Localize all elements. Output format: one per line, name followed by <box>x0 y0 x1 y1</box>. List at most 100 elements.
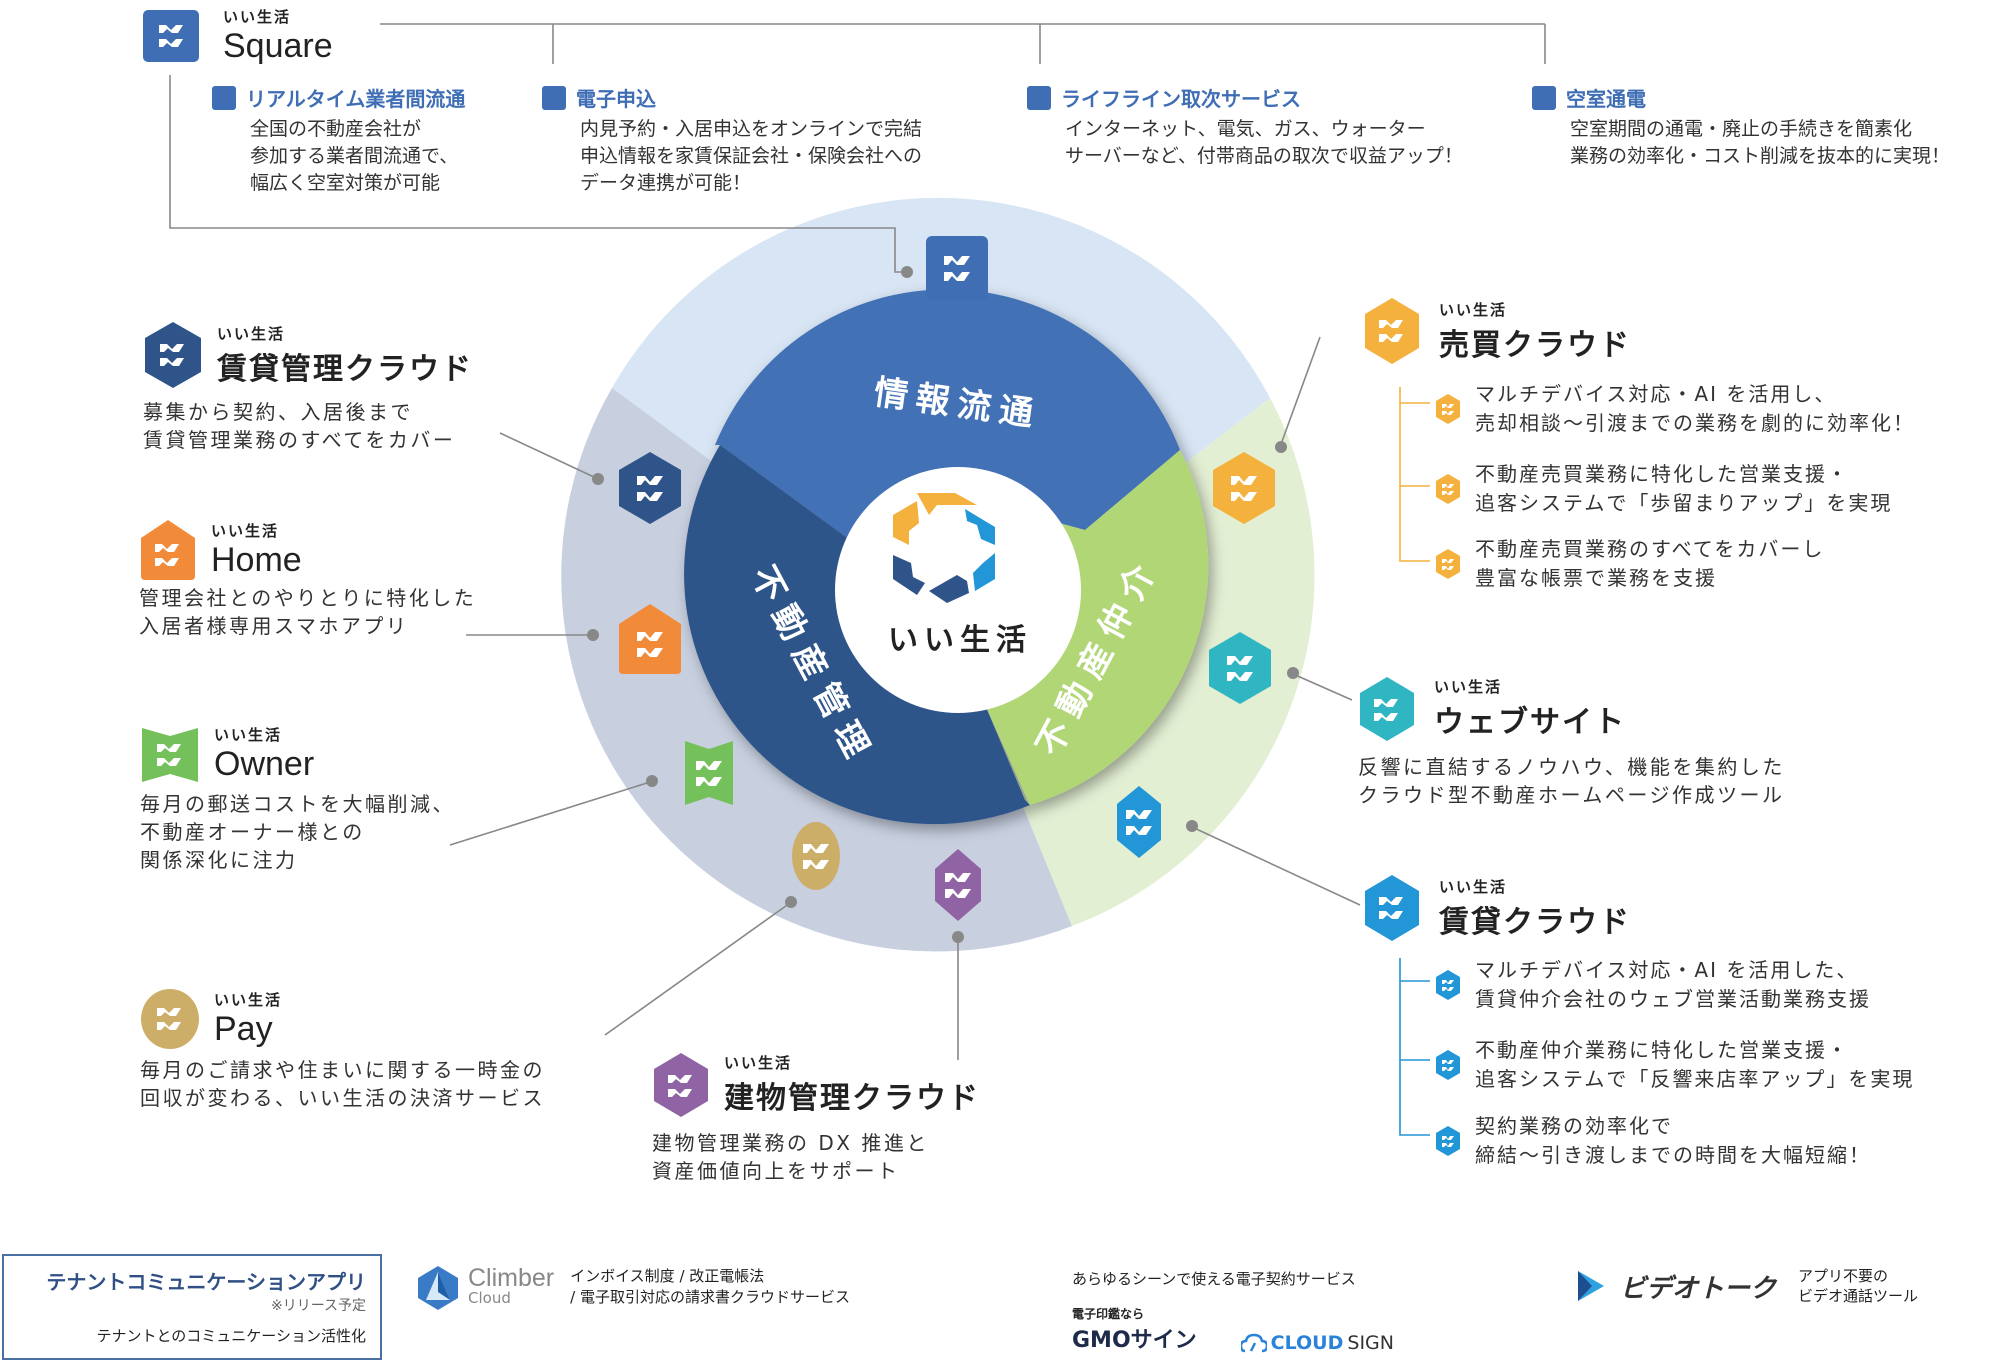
baibai-bullet-icon <box>1436 474 1460 504</box>
pay-logo-icon <box>141 989 199 1049</box>
product-website[interactable]: いい生活 ウェブサイト 反響に直結するノウハウ、機能を集約した クラウド型不動産… <box>1358 676 1785 809</box>
cloudsign-b: SIGN <box>1347 1332 1394 1354</box>
product-prefix: いい生活 <box>1439 300 1508 319</box>
baibai-item-2: 不動産売買業務に特化した営業支援・ 追客システムで「歩留まりアップ」を実現 <box>1435 460 1892 518</box>
square-feature-desc: 内見予約・入居申込をオンラインで完結 申込情報を家賃保証会社・保険会社への デー… <box>580 118 923 194</box>
cloudsign-a: CLOUD <box>1270 1332 1344 1354</box>
baibai-bracket <box>1399 387 1430 562</box>
product-title: 賃貸クラウド <box>1439 904 1631 940</box>
baibai-bullet-icon <box>1436 394 1460 424</box>
baibai-item-1: マルチデバイス対応・AI を活用し、 売却相談〜引渡までの業務を劇的に効率化！ <box>1435 380 1915 438</box>
baibai-item-text: 不動産売買業務に特化した営業支援・ 追客システムで「歩留まりアップ」を実現 <box>1475 462 1893 515</box>
esign-heading: あらゆるシーンで使える電子契約サービス <box>1072 1270 1356 1288</box>
product-prefix: いい生活 <box>217 324 286 343</box>
home-logo-icon <box>141 520 195 580</box>
tenant-app-note: ※リリース予定 <box>270 1298 366 1314</box>
tatemono-kanri-logo-icon <box>654 1052 708 1117</box>
owner-ring-icon[interactable] <box>685 741 733 805</box>
climber-logo-icon <box>418 1266 458 1310</box>
product-desc: 建物管理業務の DX 推進と 資産価値向上をサポート <box>652 1131 929 1183</box>
tenant-app-box[interactable]: テナントコミュニケーションアプリ ※リリース予定 テナントとのコミュニケーション… <box>2 1254 382 1360</box>
square-feature-title: 空室通電 <box>1566 87 1646 111</box>
square-header[interactable]: いい生活 Square <box>143 6 333 66</box>
pay-ring-icon[interactable] <box>792 822 840 890</box>
square-mini-icon <box>1027 85 1051 110</box>
product-desc: 募集から契約、入居後まで 賃貸管理業務のすべてをカバー <box>143 400 456 452</box>
square-feature-2: 電子申込 内見予約・入居申込をオンラインで完結 申込情報を家賃保証会社・保険会社… <box>542 83 922 197</box>
square-prefix: いい生活 <box>223 8 292 26</box>
square-mini-icon <box>212 85 236 110</box>
baibai-bullet-icon <box>1436 549 1460 579</box>
chintai-item-text: マルチデバイス対応・AI を活用した、 賃貸仲介会社のウェブ営業活動業務支援 <box>1475 958 1871 1011</box>
chintai-item-text: 契約業務の効率化で 締結〜引き渡しまでの時間を大幅短縮！ <box>1475 1114 1871 1167</box>
climber-name: Climber <box>468 1264 555 1292</box>
product-prefix: いい生活 <box>214 726 283 744</box>
chintai-bullet-icon <box>1436 1050 1460 1080</box>
product-prefix: いい生活 <box>724 1054 793 1072</box>
product-prefix: いい生活 <box>214 991 283 1009</box>
product-title: Home <box>211 541 302 579</box>
home-ring-icon[interactable] <box>619 604 681 674</box>
baibai-item-text: 不動産売買業務のすべてをカバーし 豊富な帳票で業務を支援 <box>1475 537 1825 590</box>
product-pay[interactable]: いい生活 Pay 毎月のご請求や住まいに関する一時金の 回収が変わる、いい生活の… <box>140 988 545 1112</box>
chintai-cloud-ring-icon[interactable] <box>1117 786 1161 858</box>
chintai-bracket <box>1399 958 1430 1136</box>
square-feature-4: 空室通電 空室期間の通電・廃止の手続きを簡素化 業務の効率化・コスト削減を抜本的… <box>1532 83 1950 170</box>
baibai-ring-icon[interactable] <box>1213 452 1275 524</box>
square-mini-icon <box>1532 85 1556 110</box>
website-logo-icon <box>1360 676 1414 741</box>
center-label: いい生活 <box>888 623 1032 658</box>
product-chintai-cloud[interactable]: いい生活 賃貸クラウド <box>1363 875 1631 941</box>
product-prefix: いい生活 <box>1434 678 1503 696</box>
product-desc: 管理会社とのやりとりに特化した 入居者様専用スマホアプリ <box>139 586 477 638</box>
website-ring-icon[interactable] <box>1209 632 1271 704</box>
videotalk-play-icon <box>1578 1271 1604 1301</box>
ii-seikatsu-logo-icon <box>893 493 995 603</box>
product-title: 売買クラウド <box>1439 327 1631 363</box>
product-chintai-kanri[interactable]: いい生活 賃貸管理クラウド 募集から契約、入居後まで 賃貸管理業務のすべてをカバ… <box>143 322 473 454</box>
product-baibai[interactable]: いい生活 売買クラウド <box>1363 298 1631 364</box>
product-desc: 毎月のご請求や住まいに関する一時金の 回収が変わる、いい生活の決済サービス <box>140 1058 545 1110</box>
connector-lines <box>169 23 1546 1060</box>
product-title: 建物管理クラウド <box>724 1081 980 1116</box>
square-ring-icon[interactable] <box>926 236 988 300</box>
square-feature-title: ライフライン取次サービス <box>1061 87 1301 111</box>
chintai-bullet-icon <box>1436 1126 1460 1156</box>
owner-logo-icon <box>142 728 198 782</box>
product-title: ウェブサイト <box>1434 705 1626 740</box>
chintai-cloud-logo-icon <box>1365 875 1419 941</box>
square-feature-desc: 全国の不動産会社が 参加する業者間流通で、 幅広く空室対策が可能 <box>250 118 459 194</box>
climber-desc: インボイス制度 / 改正電帳法 / 電子取引対応の請求書クラウドサービス <box>570 1267 850 1306</box>
videotalk[interactable]: ビデオトーク アプリ不要の ビデオ通話ツール <box>1576 1266 1918 1306</box>
square-logo-icon <box>143 10 199 62</box>
connector-dots <box>587 266 1299 943</box>
square-feature-1: リアルタイム業者間流通 全国の不動産会社が 参加する業者間流通で、 幅広く空室対… <box>212 83 465 197</box>
baibai-item-text: マルチデバイス対応・AI を活用し、 売却相談〜引渡までの業務を劇的に効率化！ <box>1475 382 1915 435</box>
gmo-name: GMOサイン <box>1072 1328 1197 1353</box>
climber-cloud[interactable]: Climber Cloud インボイス制度 / 改正電帳法 / 電子取引対応の請… <box>418 1266 850 1310</box>
baibai-item-3: 不動産売買業務のすべてをカバーし 豊富な帳票で業務を支援 <box>1435 535 1824 593</box>
product-prefix: いい生活 <box>211 522 280 540</box>
product-prefix: いい生活 <box>1439 877 1508 896</box>
cloud-icon <box>1240 1333 1267 1353</box>
product-desc: 反響に直結するノウハウ、機能を集約した クラウド型不動産ホームページ作成ツール <box>1358 755 1785 807</box>
segment-info <box>715 289 1180 640</box>
tatemono-ring-icon[interactable] <box>935 849 981 921</box>
climber-sub: Cloud <box>468 1289 511 1307</box>
square-mini-icon <box>542 85 566 110</box>
product-home[interactable]: いい生活 Home 管理会社とのやりとりに特化した 入居者様専用スマホアプリ <box>139 520 476 640</box>
product-tatemono-kanri[interactable]: いい生活 建物管理クラウド 建物管理業務の DX 推進と 資産価値向上をサポート <box>652 1052 980 1185</box>
videotalk-desc: アプリ不要の ビデオ通話ツール <box>1798 1267 1919 1305</box>
tenant-app-desc: テナントとのコミュニケーション活性化 <box>96 1327 366 1345</box>
gmo-sign-logo[interactable]: 電子印鑑なら GMOサイン <box>1072 1305 1197 1354</box>
product-title: Owner <box>214 745 315 783</box>
chintai-item-1: マルチデバイス対応・AI を活用した、 賃貸仲介会社のウェブ営業活動業務支援 <box>1435 956 1871 1014</box>
gmo-prefix: 電子印鑑なら <box>1072 1307 1145 1321</box>
product-owner[interactable]: いい生活 Owner 毎月の郵送コストを大幅削減、 不動産オーナー様との 関係深… <box>140 724 455 874</box>
chintai-item-text: 不動産仲介業務に特化した営業支援・ 追客システムで「反響来店率アップ」を実現 <box>1475 1038 1915 1091</box>
product-title: Pay <box>214 1010 273 1048</box>
chintai-kanri-ring-icon[interactable] <box>619 452 681 524</box>
